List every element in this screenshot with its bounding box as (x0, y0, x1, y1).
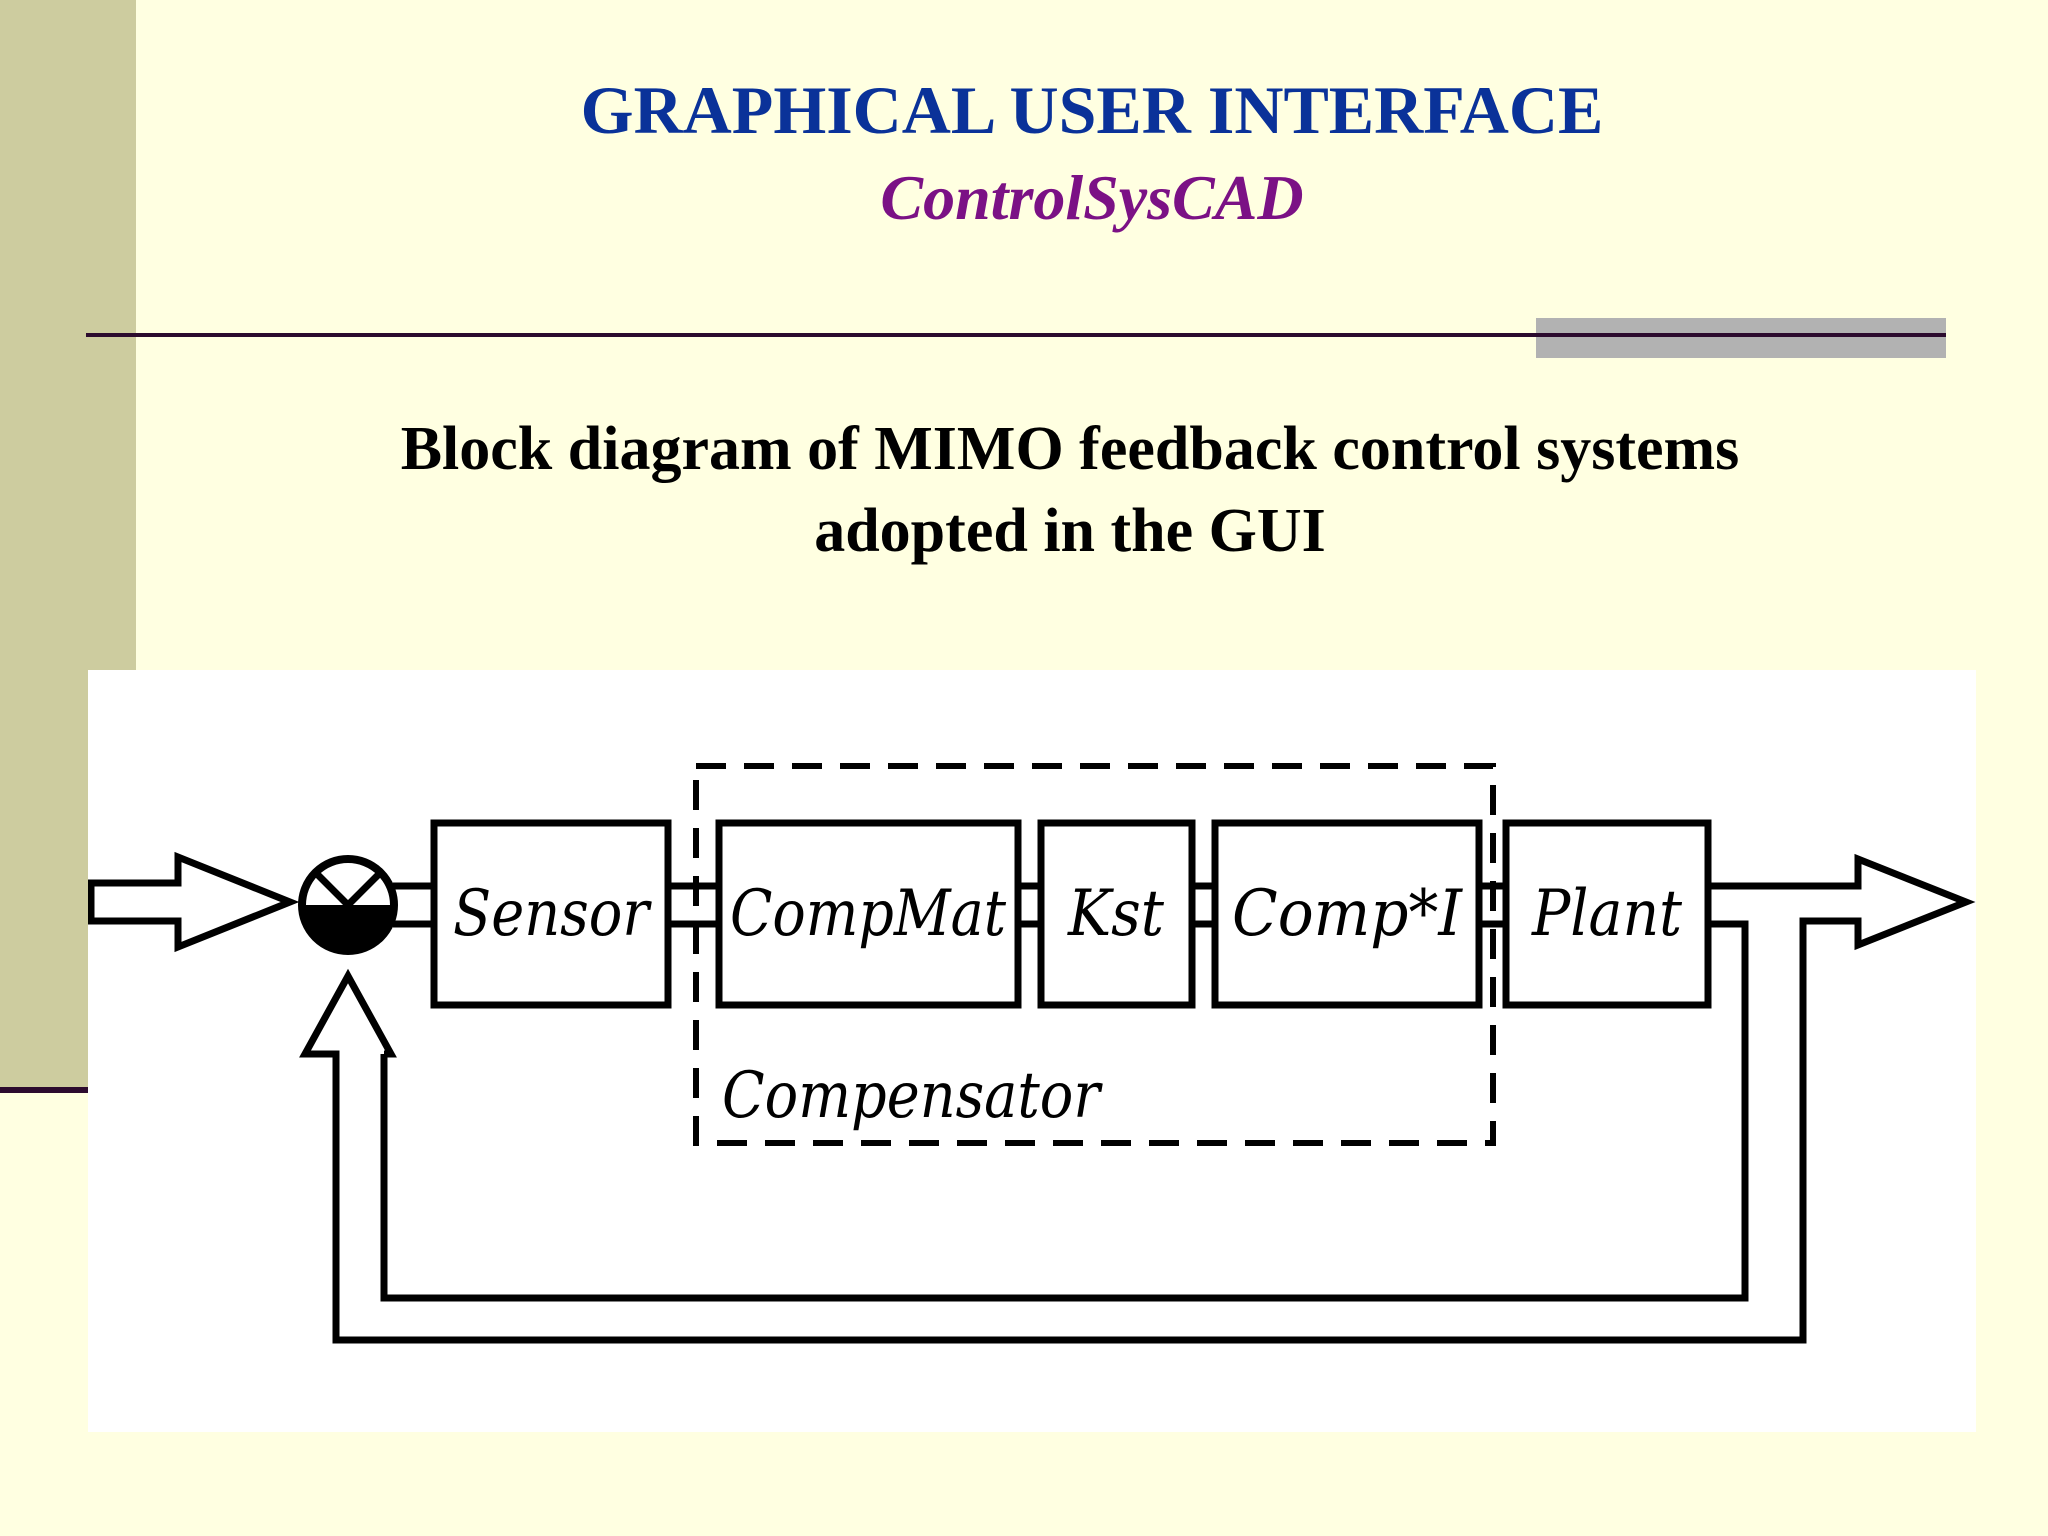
summing-junction (298, 855, 398, 955)
slide-title: GRAPHICAL USER INTERFACE (580, 72, 1604, 148)
block-diagram: Sensor CompMat Kst Comp*I Plant Compensa… (88, 763, 1976, 1344)
block-diagram-panel: Sensor CompMat Kst Comp*I Plant Compensa… (88, 670, 1976, 1432)
output-feedback-path-outer (299, 853, 1976, 1344)
heading-line-1: Block diagram of MIMO feedback control s… (400, 415, 1740, 483)
kst-block (1037, 819, 1196, 1009)
sensor-label: Sensor (453, 877, 652, 951)
compmat-block (715, 819, 1022, 1009)
left-band-divider (0, 1087, 100, 1093)
compmat-label: CompMat (730, 877, 1006, 951)
slide-subtitle: ControlSysCAD (880, 162, 1304, 233)
plant-block (1502, 819, 1712, 1009)
comp-i-block (1211, 819, 1483, 1009)
feedback-path-inner (380, 920, 1749, 1302)
input-arrow (88, 851, 300, 953)
plant-label: Plant (1531, 877, 1682, 951)
title-divider-accent (1536, 318, 1946, 358)
heading-line-2: adopted in the GUI (814, 497, 1326, 565)
slide-heading: Block diagram of MIMO feedback control s… (290, 408, 1850, 572)
compensator-group-box (693, 763, 1496, 1146)
kst-label: Kst (1067, 877, 1164, 951)
title-divider-line (86, 333, 1946, 337)
comp-i-label: Comp*I (1232, 877, 1464, 951)
compensator-label: Compensator (722, 1059, 1103, 1133)
sensor-block (430, 819, 672, 1009)
